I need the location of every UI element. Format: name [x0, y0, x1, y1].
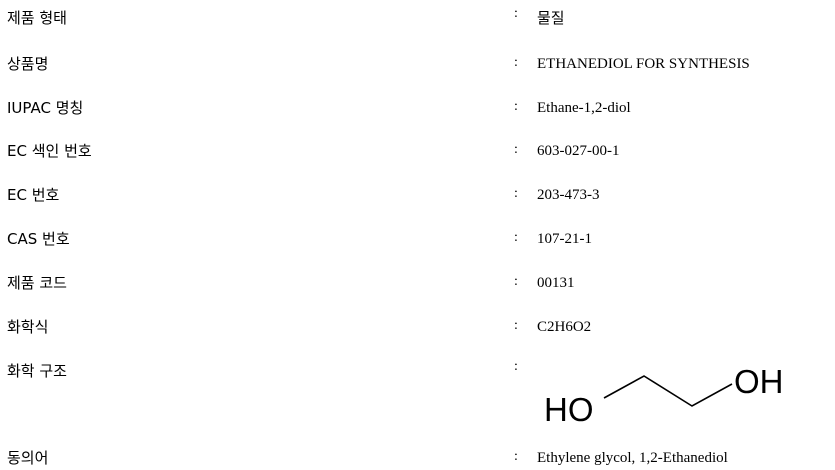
- colon-separator: :: [514, 99, 518, 114]
- colon-separator: :: [514, 318, 518, 333]
- row-ec-index-number: EC 색인 번호 : 603-027-00-1: [0, 139, 835, 163]
- label-trade-name: 상품명: [7, 55, 49, 73]
- value-synonyms: Ethylene glycol, 1,2-Ethanediol: [537, 450, 728, 466]
- label-iupac-name: IUPAC 명칭: [7, 99, 84, 117]
- structure-label-left: HO: [544, 391, 594, 428]
- colon-separator: :: [514, 230, 518, 245]
- colon-separator: :: [514, 359, 518, 374]
- colon-separator: :: [514, 142, 518, 157]
- colon-separator: :: [514, 55, 518, 70]
- row-iupac-name: IUPAC 명칭 : Ethane-1,2-diol: [0, 96, 835, 120]
- ethylene-glycol-structure-diagram: HO OH: [544, 363, 784, 428]
- row-product-form: 제품 형태 : 물질: [0, 6, 835, 30]
- value-product-code: 00131: [537, 275, 575, 291]
- carbon-chain-bonds: [603, 375, 733, 407]
- value-formula: C2H6O2: [537, 319, 592, 335]
- colon-separator: :: [514, 274, 518, 289]
- value-cas-number: 107-21-1: [537, 231, 592, 247]
- row-chemical-structure: 화학 구조 :: [0, 359, 835, 383]
- label-product-form: 제품 형태: [7, 9, 67, 27]
- row-trade-name: 상품명 : ETHANEDIOL FOR SYNTHESIS: [0, 52, 835, 76]
- label-cas-number: CAS 번호: [7, 230, 70, 248]
- label-ec-index-number: EC 색인 번호: [7, 142, 92, 160]
- row-cas-number: CAS 번호 : 107-21-1: [0, 227, 835, 251]
- label-product-code: 제품 코드: [7, 274, 67, 292]
- label-synonyms: 동의어: [7, 449, 49, 467]
- value-product-form: 물질: [537, 9, 565, 27]
- row-synonyms: 동의어 : Ethylene glycol, 1,2-Ethanediol: [0, 446, 835, 470]
- row-formula: 화학식 : C2H6O2: [0, 315, 835, 339]
- value-ec-number: 203-473-3: [537, 187, 600, 203]
- value-iupac-name: Ethane-1,2-diol: [537, 100, 631, 116]
- label-ec-number: EC 번호: [7, 186, 60, 204]
- value-trade-name: ETHANEDIOL FOR SYNTHESIS: [537, 56, 750, 72]
- row-product-code: 제품 코드 : 00131: [0, 271, 835, 295]
- structure-label-right: OH: [734, 363, 784, 400]
- value-ec-index-number: 603-027-00-1: [537, 143, 620, 159]
- colon-separator: :: [514, 186, 518, 201]
- row-ec-number: EC 번호 : 203-473-3: [0, 183, 835, 207]
- label-formula: 화학식: [7, 318, 49, 336]
- label-chemical-structure: 화학 구조: [7, 362, 67, 380]
- colon-separator: :: [514, 6, 518, 21]
- colon-separator: :: [514, 449, 518, 464]
